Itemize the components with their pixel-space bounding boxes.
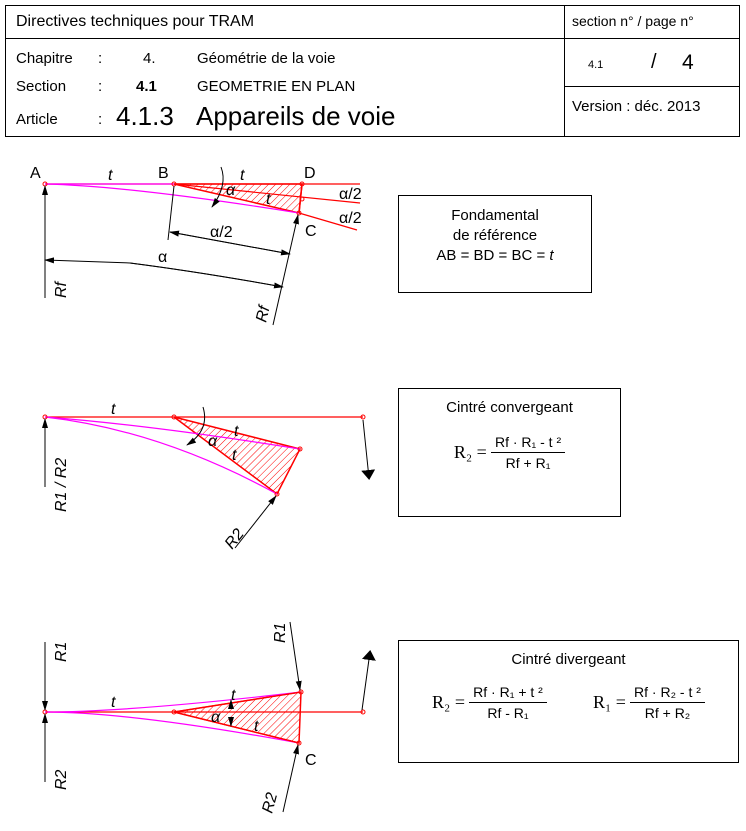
box-subtitle: de référence — [452, 227, 538, 244]
alpha-label: α — [211, 709, 221, 726]
slash: / — [651, 51, 657, 73]
denominator: Rf + R₂ — [644, 705, 691, 721]
alpha-label: α — [226, 182, 236, 199]
page-number: 4 — [682, 51, 694, 74]
section-title: GEOMETRIE EN PLAN — [197, 78, 356, 95]
alpha-half-label: α/2 — [339, 210, 362, 227]
article-label: Article — [16, 111, 58, 128]
box-title: Cintré convergeant — [446, 399, 573, 416]
fraction: Rf · R₁ - t ² Rf + R₁ — [490, 434, 566, 471]
box-equation: AB = BD = BC = t — [399, 246, 591, 266]
diagram-fondamental: A t B t D α t α/2 α/2 C α/2 α Rf Rf — [30, 165, 362, 326]
r1-label: R1 — [53, 642, 70, 662]
point-d-label: D — [304, 165, 316, 182]
divider — [564, 86, 739, 87]
section-number-value: 4.1 — [588, 59, 604, 71]
denominator: Rf - R₁ — [487, 705, 529, 721]
divider — [564, 6, 565, 136]
version: Version : déc. 2013 — [572, 98, 701, 115]
article-number: 4.1.3 — [116, 101, 174, 131]
divergeant-box: Cintré divergeant R₂ = Rf · R₁ + t ² Rf -… — [398, 640, 739, 763]
formula-r2: R₂ = Rf · R₁ + t ² Rf - R₁ — [432, 684, 547, 721]
t-label: t — [254, 718, 259, 735]
t-label: t — [108, 167, 113, 184]
equation-t: t — [549, 247, 554, 264]
section-label: Section — [16, 78, 67, 95]
t-label: t — [234, 423, 239, 440]
fraction: Rf · R₁ + t ² Rf - R₁ — [469, 684, 547, 721]
numerator: Rf · R₁ + t ² — [469, 684, 547, 703]
divider — [6, 38, 739, 39]
alpha-half-label: α/2 — [339, 186, 362, 203]
colon: : — [98, 111, 103, 128]
r2-label: R2 — [259, 791, 281, 815]
article-title: Appareils de voie — [196, 101, 396, 131]
alpha-half-dimension-label: α/2 — [210, 224, 233, 241]
fondamental-box: Fondamental de référence AB = BD = BC = … — [398, 195, 592, 293]
formula-r1: R₁ = Rf · R₂ - t ² Rf + R₂ — [593, 684, 705, 721]
equation-text: AB = BD = BC = — [436, 247, 550, 264]
point-c-label: C — [305, 223, 317, 240]
t-label: t — [231, 687, 236, 704]
point-a-label: A — [30, 165, 41, 182]
document-header: Directives techniques pour TRAM section … — [5, 5, 740, 137]
r1-label: R1 — [272, 623, 289, 643]
section-page-label: section n° / page n° — [572, 13, 694, 29]
chapitre-label: Chapitre — [16, 50, 73, 67]
colon: : — [98, 50, 103, 67]
formula-r2: R₂ = Rf · R₁ - t ² Rf + R₁ — [399, 434, 620, 471]
point-b-label: B — [158, 165, 169, 182]
numerator: Rf · R₂ - t ² — [630, 684, 705, 703]
formula-lhs: R₂ = — [432, 692, 465, 712]
diagram-convergeant: t t α t R1 / R2 R2 — [42, 401, 376, 553]
formula-lhs: R₁ = — [592, 692, 626, 712]
box-title: Fondamental — [451, 207, 539, 224]
document-title: Directives techniques pour TRAM — [16, 13, 255, 30]
rf-label: Rf — [53, 280, 70, 298]
formulas: R₂ = Rf · R₁ + t ² Rf - R₁ R₁ = Rf · R₂ -… — [399, 684, 738, 721]
chapitre-number: 4. — [143, 50, 156, 67]
colon: : — [98, 78, 103, 95]
r1-r2-label: R1 / R2 — [53, 458, 70, 512]
alpha-dimension-label: α — [158, 249, 167, 266]
numerator: Rf · R₁ - t ² — [490, 434, 566, 453]
fraction: Rf · R₂ - t ² Rf + R₂ — [630, 684, 705, 721]
section-number: 4.1 — [136, 78, 157, 95]
r2-label: R2 — [222, 526, 248, 553]
point-c-label: C — [305, 752, 317, 769]
denominator: Rf + R₁ — [505, 455, 551, 471]
r2-label: R2 — [53, 769, 70, 790]
rf-label: Rf — [253, 303, 274, 324]
box-title: Cintré divergeant — [511, 651, 626, 668]
chapitre-title: Géométrie de la voie — [197, 50, 336, 67]
diagram-divergeant: t t α t C R1 R2 R1 R2 — [42, 621, 376, 815]
alpha-label: α — [208, 433, 218, 450]
t-label: t — [240, 167, 245, 184]
formula-lhs: R₂ = — [453, 442, 487, 462]
t-label: t — [111, 401, 116, 418]
t-label: t — [111, 694, 116, 711]
t-label: t — [266, 191, 271, 208]
t-label: t — [232, 447, 237, 464]
